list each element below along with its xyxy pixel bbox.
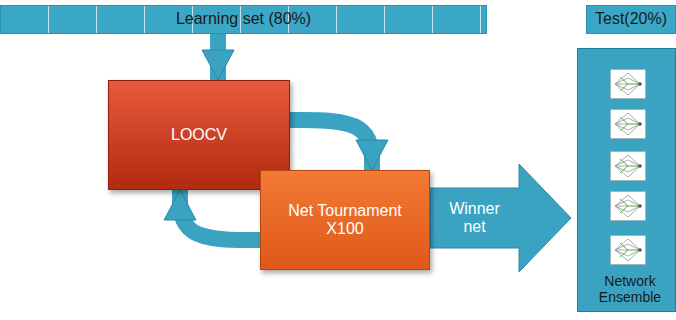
node-text: Net Tournament X100 <box>280 202 410 239</box>
ensemble-panel: Network Ensemble <box>577 48 676 312</box>
node-text: LOOCV <box>171 126 227 144</box>
test-set-bar: Test(20%) <box>586 5 676 34</box>
winner-arrow <box>430 164 571 272</box>
node-text: Test(20%) <box>595 10 667 28</box>
learning-set-bar: Learning set (80%) <box>0 5 487 34</box>
flow-arrow <box>210 34 226 80</box>
node-text: Network Ensemble <box>585 273 675 305</box>
tournament-box: Net Tournament X100 <box>260 170 430 270</box>
network-thumbnails <box>611 70 646 265</box>
flow-arrow <box>180 190 260 240</box>
edge-label: Winner net <box>435 199 515 238</box>
ensemble-panel-fill <box>578 49 676 312</box>
node-text: Learning set (80%) <box>176 10 311 28</box>
flow-arrow <box>290 120 372 170</box>
